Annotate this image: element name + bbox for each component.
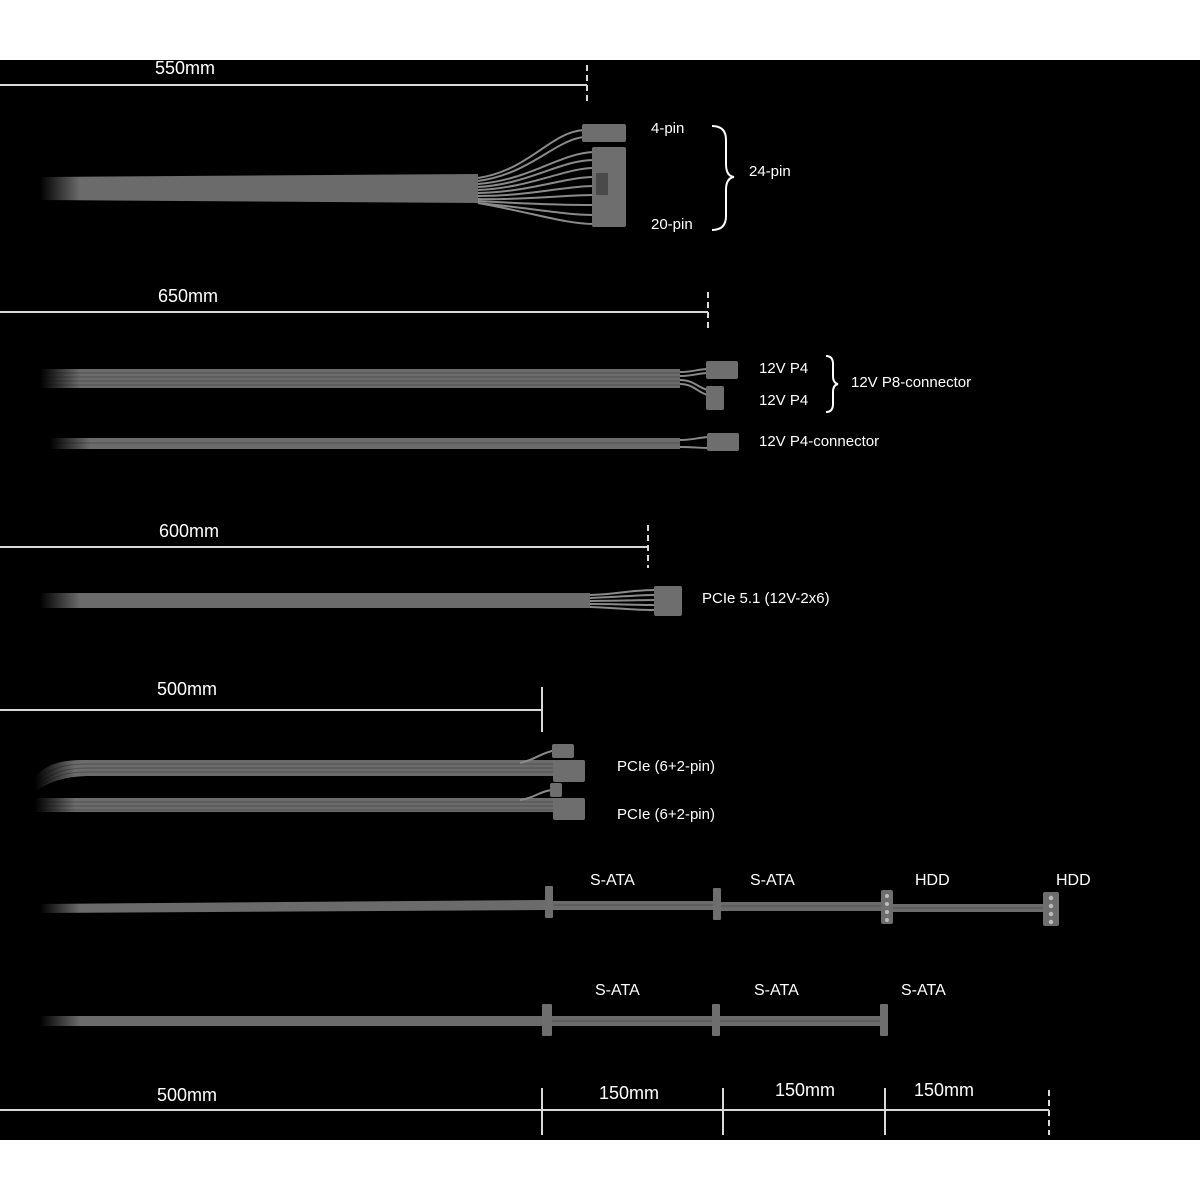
label-12v-p8-connector: 12V P8-connector <box>851 374 972 391</box>
label-sata: S-ATA <box>901 982 946 999</box>
length-label-550mm: 550mm <box>155 60 216 78</box>
length-label-bottom-150mm: 150mm <box>914 1080 975 1100</box>
label-pcie-62-a: PCIe (6+2-pin) <box>617 758 715 775</box>
label-pcie51: PCIe 5.1 (12V-2x6) <box>702 590 830 607</box>
hdd-molex-connector <box>1043 892 1059 926</box>
cpu-p8-cable <box>40 361 738 410</box>
sata-connector <box>712 1004 720 1036</box>
pcie-2pin-connector-b <box>550 783 562 797</box>
label-sata: S-ATA <box>754 982 799 999</box>
label-sata: S-ATA <box>590 872 635 889</box>
curly-brace-p8 <box>825 355 839 413</box>
label-12v-p4-a: 12V P4 <box>759 360 809 377</box>
cable-diagram-panel: 550mm 4-pin 24-pin 20-pin 650mm 12V P4 1… <box>0 60 1200 1140</box>
label-pcie-62-b: PCIe (6+2-pin) <box>617 806 715 823</box>
dimension-line-600mm <box>0 525 649 568</box>
length-label-500mm: 500mm <box>157 679 218 699</box>
sata3-cable <box>40 1004 888 1036</box>
label-20-pin: 20-pin <box>651 216 693 233</box>
pcie-6pin-connector-b <box>553 798 585 820</box>
pcie-2pin-connector-a <box>552 744 574 758</box>
dimension-line-550mm <box>0 65 588 105</box>
label-4-pin: 4-pin <box>651 120 685 137</box>
12v-p4-connector-a <box>706 361 738 379</box>
sata-connector <box>880 1004 888 1036</box>
cable-diagram-svg <box>0 65 1059 1135</box>
length-label-bottom-150mm: 150mm <box>599 1083 660 1103</box>
sata-hdd-cable <box>40 886 1059 926</box>
sata-connector <box>542 1004 552 1036</box>
label-sata: S-ATA <box>595 982 640 999</box>
length-label-600mm: 600mm <box>159 521 220 541</box>
dimension-line-650mm <box>0 292 709 332</box>
label-12v-p4-b: 12V P4 <box>759 392 809 409</box>
20-pin-connector <box>592 147 626 227</box>
dimension-line-500mm <box>0 687 543 732</box>
label-sata: S-ATA <box>750 872 795 889</box>
sata-connector <box>713 888 721 920</box>
pcie51-cable <box>40 586 682 616</box>
12v-p4-single-connector <box>707 433 739 451</box>
label-hdd: HDD <box>915 872 950 889</box>
12v-p4-connector-b <box>706 386 724 410</box>
pcie-62-cable-a <box>35 744 585 796</box>
cpu-p4-cable <box>50 433 739 454</box>
length-label-650mm: 650mm <box>158 286 219 306</box>
length-label-bottom-500mm: 500mm <box>157 1085 218 1105</box>
curly-brace-24pin <box>711 125 735 231</box>
pcie-62-cable-b <box>35 783 585 820</box>
label-hdd: HDD <box>1056 872 1091 889</box>
hdd-molex-connector <box>881 890 893 924</box>
label-12v-p4-connector: 12V P4-connector <box>759 433 880 450</box>
pcie-6pin-connector-a <box>553 760 585 782</box>
label-24-pin: 24-pin <box>749 163 791 180</box>
atx-24pin-cable <box>40 124 626 227</box>
length-label-bottom-150mm: 150mm <box>775 1080 836 1100</box>
dimension-line-bottom <box>0 1088 1050 1135</box>
4-pin-connector <box>582 124 626 142</box>
sata-connector <box>545 886 553 918</box>
12v-2x6-connector <box>654 586 682 616</box>
